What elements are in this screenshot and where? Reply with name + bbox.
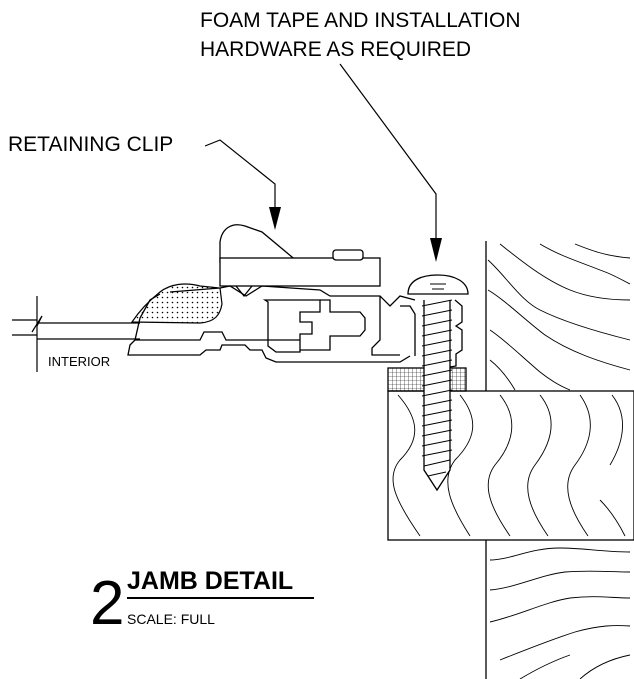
detail-number: 2 <box>90 569 124 638</box>
foam-tape-label-line2: HARDWARE AS REQUIRED <box>200 38 471 61</box>
retaining-clip <box>219 224 381 298</box>
retaining-clip-leader <box>204 139 276 226</box>
foam-tape-leader <box>339 63 437 258</box>
detail-scale: SCALE: FULL <box>127 611 215 627</box>
wood-stud-upper <box>485 241 631 391</box>
screw-shank <box>423 300 451 492</box>
wood-stud-lower <box>485 540 631 679</box>
retaining-clip-arrowhead <box>269 207 281 230</box>
glazing-gasket <box>130 283 223 324</box>
foam-tape-arrowhead <box>430 238 442 262</box>
break-line <box>31 296 43 372</box>
retaining-clip-label: RETAINING CLIP <box>8 133 173 156</box>
interior-label: INTERIOR <box>48 354 110 369</box>
frame-extrusion <box>127 285 463 369</box>
detail-title: JAMB DETAIL <box>127 567 293 595</box>
interior-wall <box>12 296 140 372</box>
installation-screw <box>407 274 469 492</box>
screw-threads <box>421 299 453 477</box>
foam-tape-label-line1: FOAM TAPE AND INSTALLATION <box>200 9 521 32</box>
leader-lines <box>204 63 437 258</box>
wood-stud-middle <box>387 390 634 541</box>
